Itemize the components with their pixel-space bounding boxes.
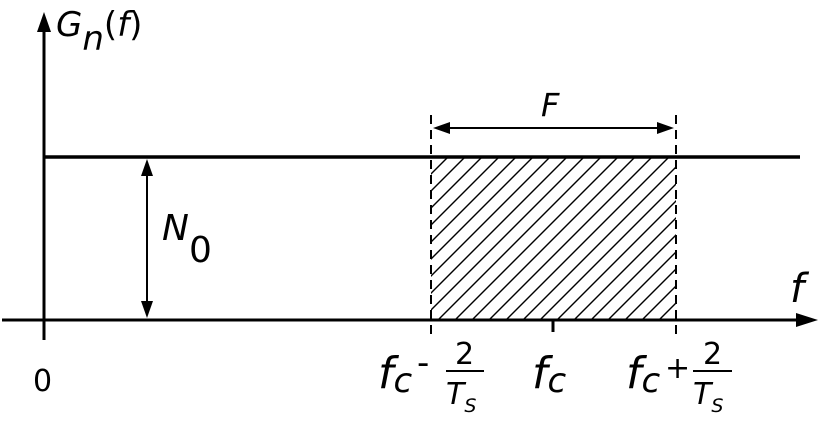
hatch-line xyxy=(573,217,676,320)
x-axis-label: f xyxy=(790,266,810,312)
hatch-line xyxy=(431,157,585,311)
svg-text:TS: TS xyxy=(446,377,476,417)
hatch-line xyxy=(431,157,517,243)
hatch-line xyxy=(590,234,676,320)
hatch-line xyxy=(437,157,602,320)
hatch-line xyxy=(431,157,483,209)
hatch-line xyxy=(556,200,676,320)
hatch-line xyxy=(539,183,676,320)
hatch-line xyxy=(454,157,619,320)
origin-label: 0 xyxy=(33,364,52,399)
hatch-line xyxy=(488,157,653,320)
svg-text:fc: fc xyxy=(378,348,413,401)
svg-text:TS: TS xyxy=(693,377,723,417)
hatch-line xyxy=(624,268,676,320)
y-axis-arrowhead xyxy=(37,12,51,32)
n0-arrow-top xyxy=(141,159,153,176)
hatch-line xyxy=(607,251,676,320)
n0-arrow-bottom xyxy=(141,301,153,318)
hatch-line xyxy=(431,157,551,277)
f-arrow-right xyxy=(657,122,674,134)
svg-text:+: + xyxy=(665,351,690,386)
hatch-line xyxy=(431,157,432,158)
x-axis-arrowhead xyxy=(796,313,818,327)
tick-label-upper: fc + 2 TS xyxy=(626,337,732,417)
svg-text:2: 2 xyxy=(703,337,722,372)
svg-text:2: 2 xyxy=(455,337,474,372)
hatch-line xyxy=(641,285,676,320)
hatch-line xyxy=(431,157,500,226)
svg-text:-: - xyxy=(417,343,429,383)
hatch-line xyxy=(471,157,636,320)
hatch-line xyxy=(431,157,568,294)
hatch-line xyxy=(431,157,534,260)
bandwidth-label: F xyxy=(541,86,560,124)
hatched-band xyxy=(431,157,676,320)
tick-label-center: fc xyxy=(532,348,567,401)
hatch-line xyxy=(522,166,676,320)
n0-label: N0 xyxy=(162,208,212,271)
f-arrow-left xyxy=(433,122,450,134)
y-axis-label: Gn(f) xyxy=(56,5,142,59)
hatch-line xyxy=(431,157,466,192)
hatch-line xyxy=(431,157,449,175)
tick-label-lower: fc - 2 TS xyxy=(378,337,484,417)
hatch-line xyxy=(505,157,670,320)
svg-text:fc: fc xyxy=(626,348,661,401)
